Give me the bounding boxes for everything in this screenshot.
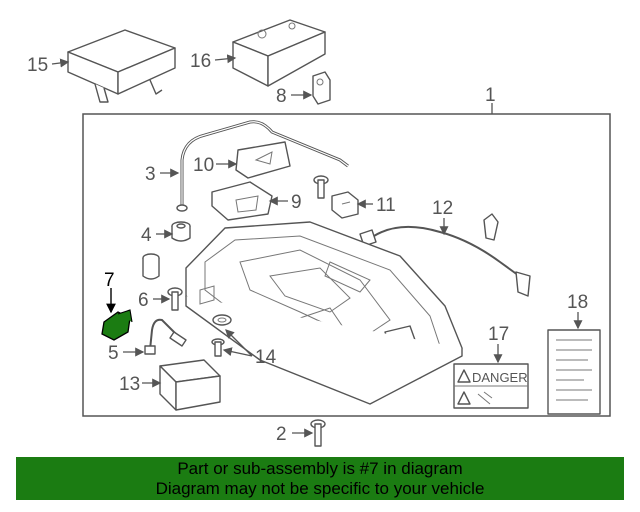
callout-18: 18 bbox=[567, 292, 588, 313]
callout-11: 11 bbox=[376, 195, 396, 216]
part-14-bolt bbox=[211, 338, 225, 357]
callout-3: 3 bbox=[145, 164, 156, 185]
callout-12: 12 bbox=[432, 198, 453, 219]
part-4-grommet bbox=[171, 221, 191, 242]
assembly-box bbox=[82, 113, 611, 417]
callout-7: 7 bbox=[104, 270, 115, 291]
part-11-connector bbox=[331, 191, 359, 219]
part-7-sensor-highlighted bbox=[101, 309, 133, 341]
leader-16 bbox=[214, 54, 237, 64]
part-3-vent-tube bbox=[176, 120, 349, 212]
banner-line-1: Part or sub-assembly is #7 in diagram bbox=[177, 459, 463, 478]
callout-15: 15 bbox=[27, 55, 48, 76]
part-9-tray bbox=[211, 181, 273, 221]
danger-text: DANGER bbox=[472, 370, 528, 385]
callout-2: 2 bbox=[276, 424, 287, 445]
callout-9: 9 bbox=[291, 192, 302, 213]
callout-13: 13 bbox=[119, 374, 140, 395]
info-banner: Part or sub-assembly is #7 in diagram Di… bbox=[16, 457, 624, 500]
callout-6: 6 bbox=[138, 290, 149, 311]
part-5-cable bbox=[144, 318, 187, 355]
part-17-danger-label bbox=[453, 363, 529, 409]
callout-10: 10 bbox=[193, 155, 214, 176]
part-13-module bbox=[159, 359, 221, 411]
spacer-cylinder bbox=[142, 253, 160, 280]
battery-tray bbox=[185, 221, 463, 405]
leader-14a bbox=[225, 329, 253, 357]
leader-15 bbox=[51, 58, 70, 68]
bolt-upper bbox=[313, 175, 329, 199]
banner-line-2: Diagram may not be specific to your vehi… bbox=[155, 479, 485, 498]
part-8-bracket bbox=[312, 71, 331, 105]
callout-16: 16 bbox=[190, 51, 211, 72]
part-10-cover bbox=[235, 141, 291, 179]
part-14-nut bbox=[212, 314, 232, 326]
part-18-info-label bbox=[547, 329, 601, 415]
callout-4: 4 bbox=[141, 225, 152, 246]
part-15-cover bbox=[67, 29, 176, 103]
callout-8: 8 bbox=[276, 86, 287, 107]
parts-diagram: DANGER 1 2 3 4 5 6 7 8 9 10 11 12 13 14 … bbox=[27, 19, 611, 447]
callout-17: 17 bbox=[488, 324, 509, 345]
callout-14: 14 bbox=[255, 347, 277, 368]
leader-14b bbox=[222, 347, 253, 357]
callout-1: 1 bbox=[485, 85, 496, 106]
callout-5: 5 bbox=[108, 343, 119, 364]
part-6-bolt bbox=[167, 287, 183, 311]
part-2-bolt bbox=[310, 419, 326, 447]
part-16-cover bbox=[232, 19, 326, 87]
